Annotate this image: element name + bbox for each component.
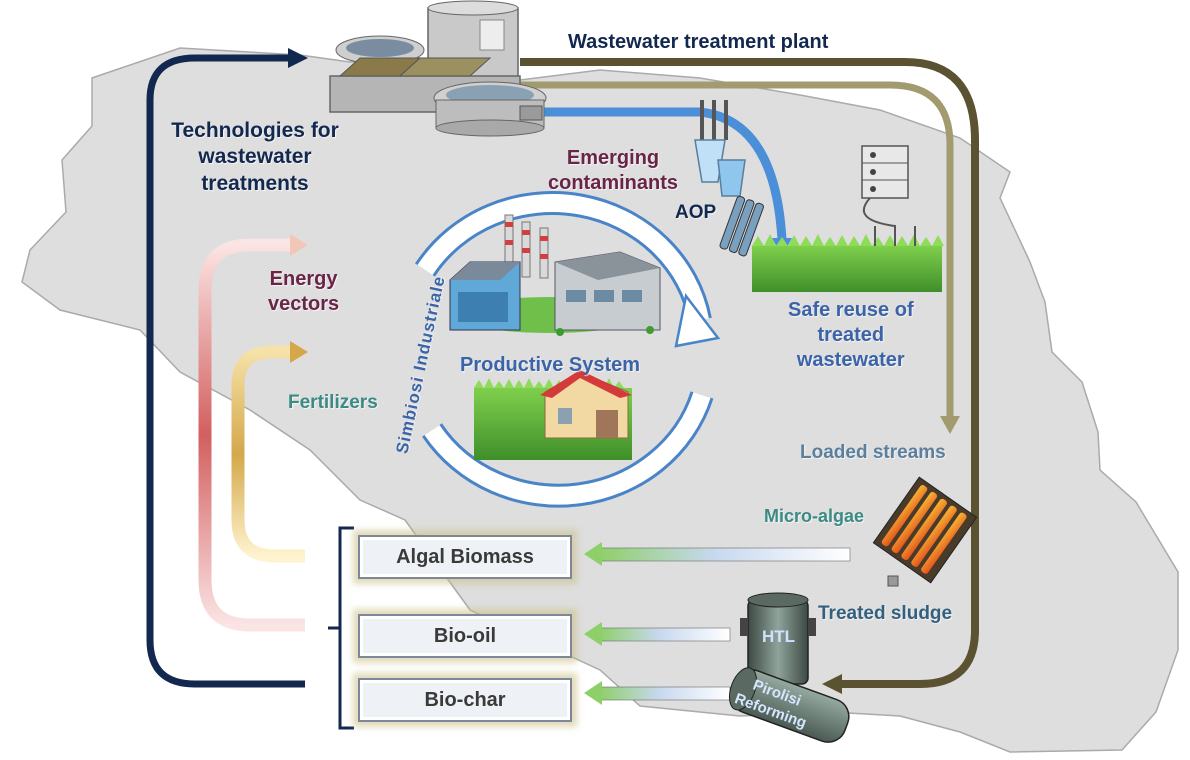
irrigation-unit-icon [861,145,916,246]
fertilizers-label: Fertilizers [288,392,378,413]
htl-label: HTL [762,627,796,646]
technologies-arrowhead [288,48,308,68]
micro-algae-label: Micro-algae [764,506,865,526]
loaded-streams-arrow [520,81,954,418]
technologies-loop-arrow [146,54,305,688]
technologies-line-2: wastewater [198,145,312,169]
emerging-line-1: Emerging [566,147,660,169]
energy-arrowhead [290,234,308,256]
photobioreactor-icon [872,476,978,584]
factory-icon [449,214,661,336]
wwtp-label: Wastewater treatment plant [568,31,829,53]
emerging-contaminants-label: Emerging contaminants [548,146,678,196]
products-bracket [328,526,354,730]
technologies-label: Technologies for wastewater treatments [160,118,350,197]
loaded-streams-label: Loaded streams [800,442,946,463]
safe-reuse-line-3: wastewater [796,349,905,371]
energy-line-2: vectors [268,293,340,315]
fertilizers-arrow [231,345,305,563]
energy-vectors-label: Energy vectors [268,267,339,317]
treated-sludge-label: Treated sludge [818,603,953,624]
fertilizers-arrowhead [290,341,308,363]
treatment-plant-icon [329,0,547,137]
safe-reuse-line-1: Safe reuse of [788,299,914,321]
product-bio-oil: Bio-oil [358,614,572,658]
aop-reactor-icon [694,100,764,257]
safe-reuse-line-2: treated [817,324,885,346]
energy-vectors-arrow [198,238,305,632]
htl-reactor-icon [740,592,816,685]
loaded-streams-arrowhead [940,416,960,434]
safe-reuse-label: Safe reuse of treated wastewater [788,298,914,373]
aop-label: AOP [675,202,717,223]
emerging-line-2: contaminants [548,172,679,194]
sludge-loop-arrow [520,58,979,688]
water-pipe-arrow [535,107,787,241]
technologies-line-3: treatments [201,171,309,195]
pyrolysis-reactor-icon [728,667,850,743]
reuse-grass-field [752,234,944,292]
productive-system-label: Productive System [460,354,641,376]
product-bio-char: Bio-char [358,678,572,722]
sludge-arrowhead [822,674,842,694]
photobioreactor-stand-icon [887,575,899,587]
product-algal-biomass: Algal Biomass [358,535,572,579]
energy-line-1: Energy [269,268,338,290]
farm-icon [474,370,632,460]
technologies-line-1: Technologies for [171,119,339,142]
